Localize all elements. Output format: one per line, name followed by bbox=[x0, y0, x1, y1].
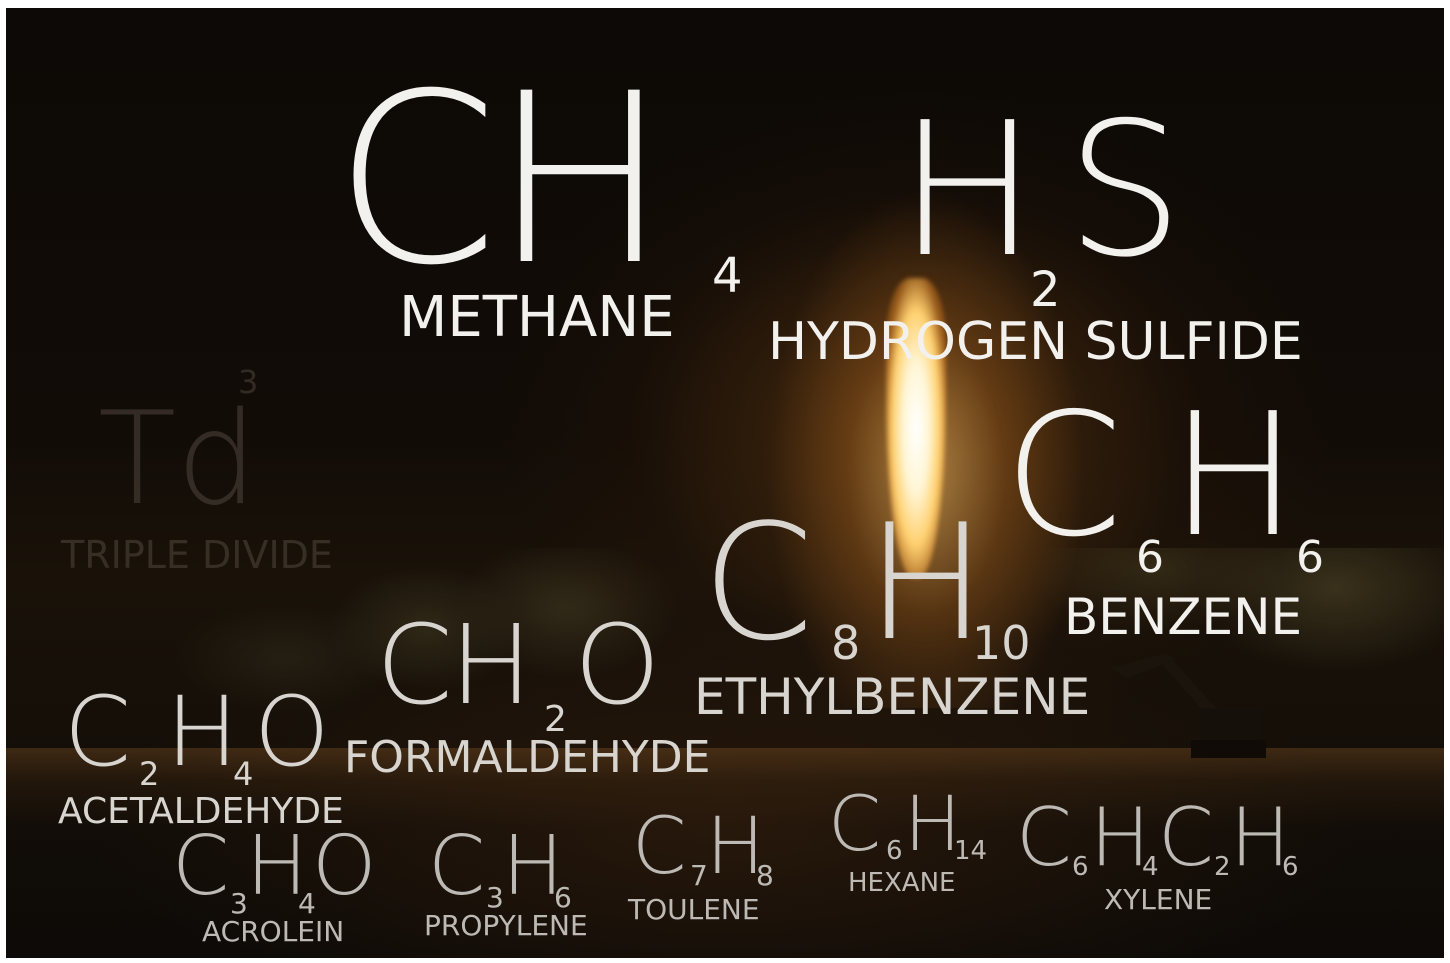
benzene-label: BENZENE bbox=[1064, 588, 1303, 646]
toulene-subscript-1: 7 bbox=[690, 859, 708, 892]
propylene-label: PROPYLENE bbox=[424, 909, 588, 942]
ethylbenzene-subscript-2: 10 bbox=[972, 616, 1031, 670]
propylene-subscript-1: 3 bbox=[486, 881, 504, 914]
ethylbenzene-formula-h: H bbox=[866, 489, 987, 676]
methane-label: METHANE bbox=[399, 285, 675, 350]
ethylbenzene-label: ETHYLBENZENE bbox=[694, 668, 1091, 726]
photo-frame: Td 3 TRIPLE DIVIDE CH 4 METHANE H 2 S HY… bbox=[6, 8, 1444, 958]
xylene-subscript-4: 6 bbox=[1282, 852, 1299, 882]
toulene-label: TOULENE bbox=[628, 893, 760, 926]
toulene-formula-c: C bbox=[632, 802, 687, 892]
acetaldehyde-formula-h: H bbox=[166, 676, 239, 788]
acetaldehyde-formula-c: C bbox=[64, 676, 132, 788]
methane-formula: CH bbox=[334, 44, 669, 317]
watermark-symbol: Td bbox=[98, 385, 258, 534]
xylene-subscript-2: 4 bbox=[1142, 852, 1159, 882]
ethylbenzene-formula-c: C bbox=[702, 489, 814, 676]
acrolein-subscript-2: 4 bbox=[298, 887, 316, 920]
hydrogen-sulfide-subscript: 2 bbox=[1030, 262, 1061, 318]
hexane-formula-c: C bbox=[828, 779, 882, 868]
propylene-subscript-2: 6 bbox=[554, 881, 572, 914]
acetaldehyde-subscript-1: 2 bbox=[139, 755, 160, 793]
hexane-label: HEXANE bbox=[848, 868, 956, 898]
acetaldehyde-label: ACETALDEHYDE bbox=[58, 791, 344, 832]
hexane-formula-h: H bbox=[904, 779, 962, 868]
benzene-formula-h: H bbox=[1170, 377, 1298, 575]
ethylbenzene-subscript-1: 8 bbox=[831, 616, 861, 670]
gas-flare-flame bbox=[886, 278, 946, 578]
xylene-subscript-1: 6 bbox=[1072, 852, 1089, 882]
xylene-formula-c2: C bbox=[1158, 791, 1214, 884]
watermark-label: TRIPLE DIVIDE bbox=[61, 533, 333, 577]
propylene-formula-h: H bbox=[502, 819, 564, 914]
acrolein-label: ACROLEIN bbox=[202, 915, 345, 948]
hydrogen-sulfide-formula-h: H bbox=[898, 82, 1038, 298]
benzene-formula-c: C bbox=[1004, 377, 1123, 575]
xylene-label: XYLENE bbox=[1104, 883, 1213, 916]
acetaldehyde-subscript-2: 4 bbox=[233, 755, 254, 793]
excavator-silhouette bbox=[1111, 653, 1266, 758]
hydrogen-sulfide-formula-s: S bbox=[1066, 82, 1184, 298]
xylene-subscript-3: 2 bbox=[1214, 852, 1231, 882]
xylene-formula-c1: C bbox=[1016, 791, 1072, 884]
hydrogen-sulfide-label: HYDROGEN SULFIDE bbox=[768, 312, 1303, 372]
hexane-subscript-1: 6 bbox=[886, 836, 903, 866]
benzene-subscript-2: 6 bbox=[1296, 532, 1324, 583]
acetaldehyde-formula-o: O bbox=[254, 676, 330, 788]
formaldehyde-formula-o: O bbox=[574, 601, 661, 729]
acrolein-formula-h: H bbox=[246, 819, 308, 914]
acrolein-formula-c: C bbox=[172, 819, 230, 914]
formaldehyde-formula-ch: CH bbox=[376, 601, 533, 729]
lit-ground bbox=[6, 748, 1444, 828]
tree-line-silhouette bbox=[6, 548, 1444, 808]
toulene-formula-h: H bbox=[706, 802, 765, 892]
benzene-subscript-1: 6 bbox=[1136, 532, 1164, 583]
formaldehyde-label: FORMALDEHYDE bbox=[344, 732, 711, 783]
formaldehyde-subscript: 2 bbox=[544, 699, 567, 740]
xylene-formula-h2: H bbox=[1230, 791, 1291, 884]
methane-subscript: 4 bbox=[712, 248, 743, 304]
propylene-formula-c: C bbox=[428, 819, 486, 914]
watermark-superscript: 3 bbox=[238, 363, 259, 401]
acrolein-subscript-1: 3 bbox=[230, 887, 248, 920]
toulene-subscript-2: 8 bbox=[756, 859, 774, 892]
acrolein-formula-o: O bbox=[312, 819, 377, 914]
xylene-formula-h1: H bbox=[1090, 791, 1151, 884]
hexane-subscript-2: 14 bbox=[954, 836, 988, 866]
